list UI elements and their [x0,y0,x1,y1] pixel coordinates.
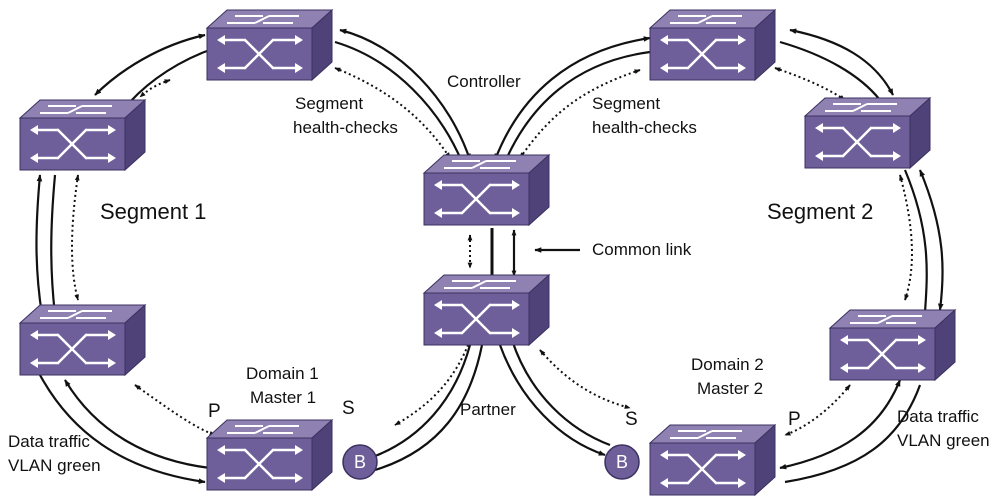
port-b-right-label: B [615,452,628,472]
port-b-left [342,444,378,480]
switch-icon [205,418,334,492]
data-traffic-left-line2: VLAN green [8,456,101,475]
link-left-side [35,174,44,316]
port-p-right-label: P [788,409,801,430]
port-p-left-label: P [208,401,221,422]
switch-icon [828,308,957,382]
switch-icon [422,273,551,347]
switch-icon [803,96,932,170]
link-left-top [94,33,206,96]
switch-icon [18,303,147,377]
data-traffic-left-line1: Data traffic [8,432,90,451]
domain1-line2: Master 1 [250,388,317,407]
domain2-line2: Master 2 [697,379,764,398]
partner-label: Partner [460,400,516,419]
segment1-label: Segment 1 [100,199,207,224]
segment-health-right-line2: health-checks [592,118,697,137]
link-right-side [918,169,944,311]
link-left-bottom [39,374,206,484]
data-traffic-right-line2: VLAN green [897,431,990,450]
link-partner-to-master2 [498,344,606,457]
ring-links [35,28,944,484]
segment-health-right-line1: Segment [592,94,661,113]
switch-icon [422,153,551,227]
data-traffic-right-line1: Data traffic [897,407,979,426]
port-s-right-label: S [625,409,638,430]
segment-health-left-line2: health-checks [293,118,398,137]
common-link-label: Common link [592,240,692,259]
switch-icon [205,8,334,82]
link-right-bottom [779,379,902,470]
port-b-right [604,444,640,480]
segment2-label: Segment 2 [767,199,874,224]
link-right-top [789,28,894,96]
port-s-left-label: S [342,398,355,419]
segment-health-left-line1: Segment [295,94,364,113]
switch-icon [18,98,147,172]
domain1-line1: Domain 1 [246,364,319,383]
controller-label: Controller [447,72,521,91]
link-partner-to-master1 [369,344,472,460]
domain2-line1: Domain 2 [691,355,764,374]
health-check-links [71,67,913,436]
port-b-left-label: B [353,452,366,472]
switch-icon [648,423,777,496]
switch-icon [648,8,777,82]
